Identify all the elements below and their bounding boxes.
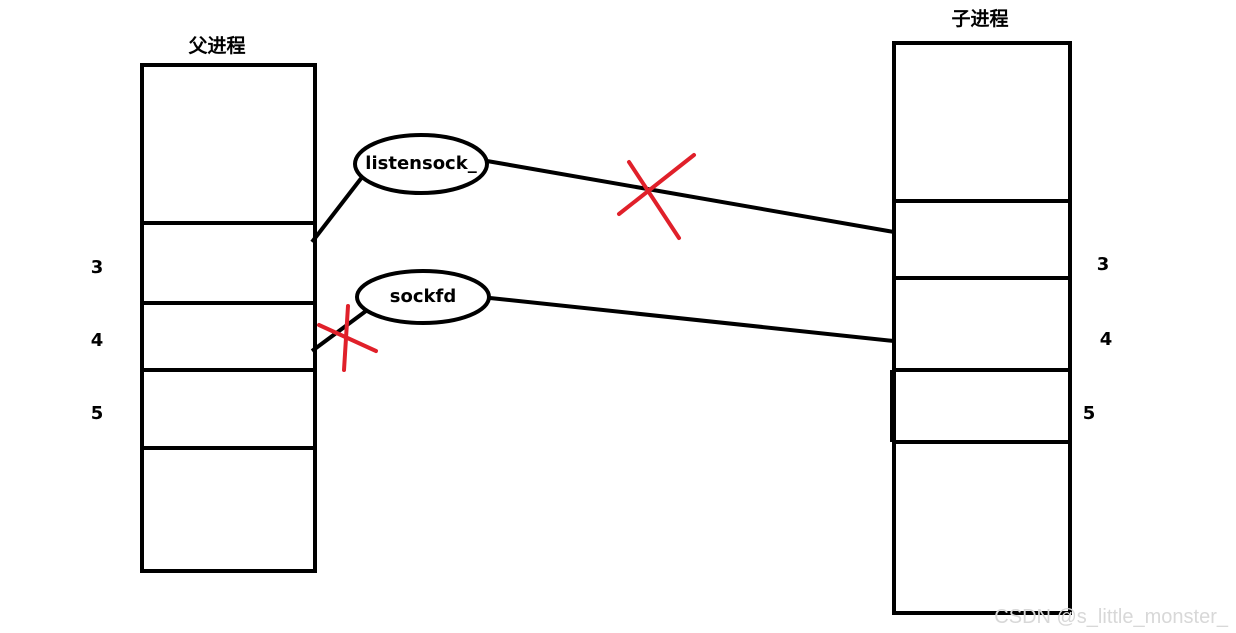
cross-stroke <box>342 304 350 372</box>
parent-sockfd-link <box>310 306 372 353</box>
child-fd-label-3: 3 <box>1097 254 1110 275</box>
child-fd-table <box>890 41 1072 615</box>
parent-table-frame <box>140 63 317 573</box>
close-mark-child-listen <box>617 153 696 240</box>
parent-title: 父进程 <box>187 35 245 57</box>
child-fd-label-4: 4 <box>1100 329 1113 350</box>
listensock-ellipse <box>353 133 489 195</box>
cross-stroke <box>617 153 696 216</box>
parent-fd-label-3: 3 <box>91 257 104 278</box>
parent-listen-link <box>310 170 368 244</box>
child-listen-link <box>486 159 895 234</box>
sockfd-label: sockfd <box>390 286 456 307</box>
parent-fd-label-5: 5 <box>91 403 104 424</box>
listensock-node: listensock_ <box>353 133 489 195</box>
parent-fd-table <box>140 63 317 573</box>
child-table-frame <box>892 41 1072 615</box>
watermark: CSDN @s_little_monster_ <box>994 606 1228 628</box>
child-sockfd-link <box>489 296 895 343</box>
sockfd-node: sockfd <box>355 269 491 325</box>
child-fd-label-5: 5 <box>1083 403 1096 424</box>
sockfd-ellipse <box>355 269 491 325</box>
child-title: 子进程 <box>951 8 1008 30</box>
cross-stroke <box>627 160 681 240</box>
close-mark-parent-sockfd <box>317 304 378 372</box>
listensock-label: listensock_ <box>365 153 476 174</box>
parent-fd-label-4: 4 <box>91 330 104 351</box>
